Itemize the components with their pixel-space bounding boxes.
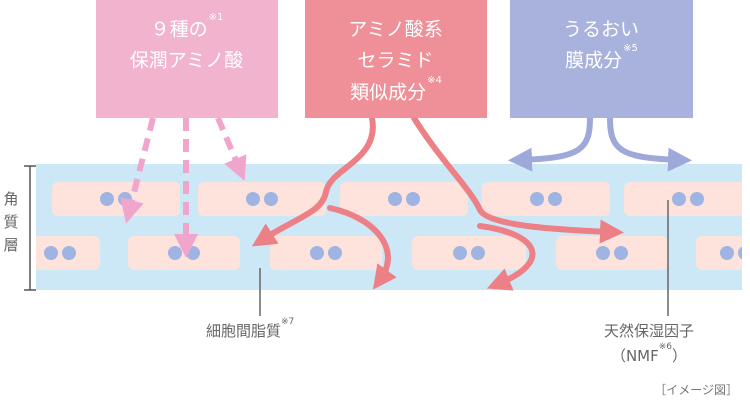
lipid-label-note: ※7 bbox=[281, 317, 295, 327]
nmf-dot-2-1 bbox=[246, 192, 260, 206]
stratum-corneum-char-1: 角 bbox=[3, 190, 19, 208]
ceramide-line2: セラミド bbox=[357, 49, 434, 72]
moisture-film-line2: 膜成分 bbox=[565, 49, 623, 72]
nmf-dot-1-1 bbox=[100, 192, 114, 206]
red-arrow-down-left bbox=[327, 205, 397, 290]
moisture-film-box: うるおい 膜成分※5 bbox=[510, 0, 693, 118]
nmf-dot-4-1 bbox=[530, 192, 544, 206]
nmf-dot-7-2 bbox=[186, 246, 200, 260]
stratum-corneum-label: 角 質 層 bbox=[0, 188, 22, 257]
red-arrow-left bbox=[251, 115, 376, 247]
lipid-label-text: 細胞間脂質 bbox=[206, 322, 282, 340]
pink-arrow-1 bbox=[120, 117, 156, 224]
nmf-label-line2: （NMF※6） bbox=[604, 342, 694, 367]
moisture-film-line2-note: ※5 bbox=[623, 43, 638, 55]
image-caption: ［イメージ図］ bbox=[654, 383, 738, 397]
nmf-dot-10-1 bbox=[596, 246, 610, 260]
amino-acid-line1: ９種の bbox=[150, 18, 208, 41]
nmf-dot-2-2 bbox=[264, 192, 278, 206]
nmf-dot-10-2 bbox=[614, 246, 628, 260]
cell-11 bbox=[696, 236, 742, 270]
nmf-dot-3-1 bbox=[388, 192, 402, 206]
lipid-label: 細胞間脂質※7 bbox=[206, 317, 295, 341]
nmf-label-open: （NMF bbox=[610, 347, 659, 365]
nmf-label: 天然保湿因子 （NMF※6） bbox=[604, 320, 694, 367]
ceramide-line1: アミノ酸系 bbox=[348, 18, 443, 41]
cell-7 bbox=[128, 236, 240, 270]
stratum-corneum-char-2: 質 bbox=[3, 213, 19, 231]
cell-group bbox=[36, 182, 742, 270]
nmf-dot-7-1 bbox=[168, 246, 182, 260]
ceramide-line3: 類似成分 bbox=[350, 80, 427, 103]
nmf-dot-8-2 bbox=[328, 246, 342, 260]
nmf-label-note: ※6 bbox=[658, 342, 673, 352]
amino-acid-box: ９種の※1 保潤アミノ酸 bbox=[96, 0, 278, 118]
blue-arrows bbox=[508, 115, 692, 172]
cell-6 bbox=[36, 236, 100, 270]
stratum-corneum-char-3: 層 bbox=[3, 236, 19, 254]
cell-3 bbox=[340, 182, 468, 216]
cell-2 bbox=[198, 182, 326, 216]
pink-dashed-arrows bbox=[120, 116, 247, 258]
nmf-dot-3-2 bbox=[406, 192, 420, 206]
nmf-dot-5-1 bbox=[672, 192, 686, 206]
red-arrows bbox=[251, 115, 624, 291]
ceramide-line3-note: ※4 bbox=[427, 74, 442, 86]
nmf-dot-11-1 bbox=[720, 246, 734, 260]
nmf-label-line1: 天然保湿因子 bbox=[604, 322, 695, 340]
nmf-dot-4-2 bbox=[548, 192, 562, 206]
moisture-film-line1: うるおい bbox=[562, 18, 639, 41]
red-arrow-down-right bbox=[477, 223, 536, 291]
nmf-dot-6-2 bbox=[62, 246, 76, 260]
red-arrow-right bbox=[411, 115, 624, 244]
nmf-dot-9-1 bbox=[453, 246, 467, 260]
cell-9 bbox=[412, 236, 526, 270]
nmf-dot-9-2 bbox=[471, 246, 485, 260]
cell-5 bbox=[624, 182, 742, 216]
layer-bracket bbox=[24, 165, 36, 291]
ceramide-box: アミノ酸系 セラミド 類似成分※4 bbox=[305, 0, 487, 118]
cell-10 bbox=[556, 236, 668, 270]
amino-acid-line2: 保潤アミノ酸 bbox=[129, 49, 244, 72]
blue-arrow-right bbox=[607, 115, 692, 172]
cell-4 bbox=[482, 182, 610, 216]
nmf-dot-8-1 bbox=[310, 246, 324, 260]
pink-arrow-3 bbox=[215, 116, 247, 182]
nmf-dot-11-2 bbox=[738, 246, 742, 260]
cell-1 bbox=[52, 182, 180, 216]
nmf-label-close: ） bbox=[672, 347, 688, 365]
nmf-dot-5-2 bbox=[690, 192, 704, 206]
nmf-dot-6-1 bbox=[44, 246, 58, 260]
cell-8 bbox=[270, 236, 382, 270]
amino-acid-line1-note: ※1 bbox=[208, 12, 224, 23]
blue-arrow-left bbox=[508, 115, 593, 172]
